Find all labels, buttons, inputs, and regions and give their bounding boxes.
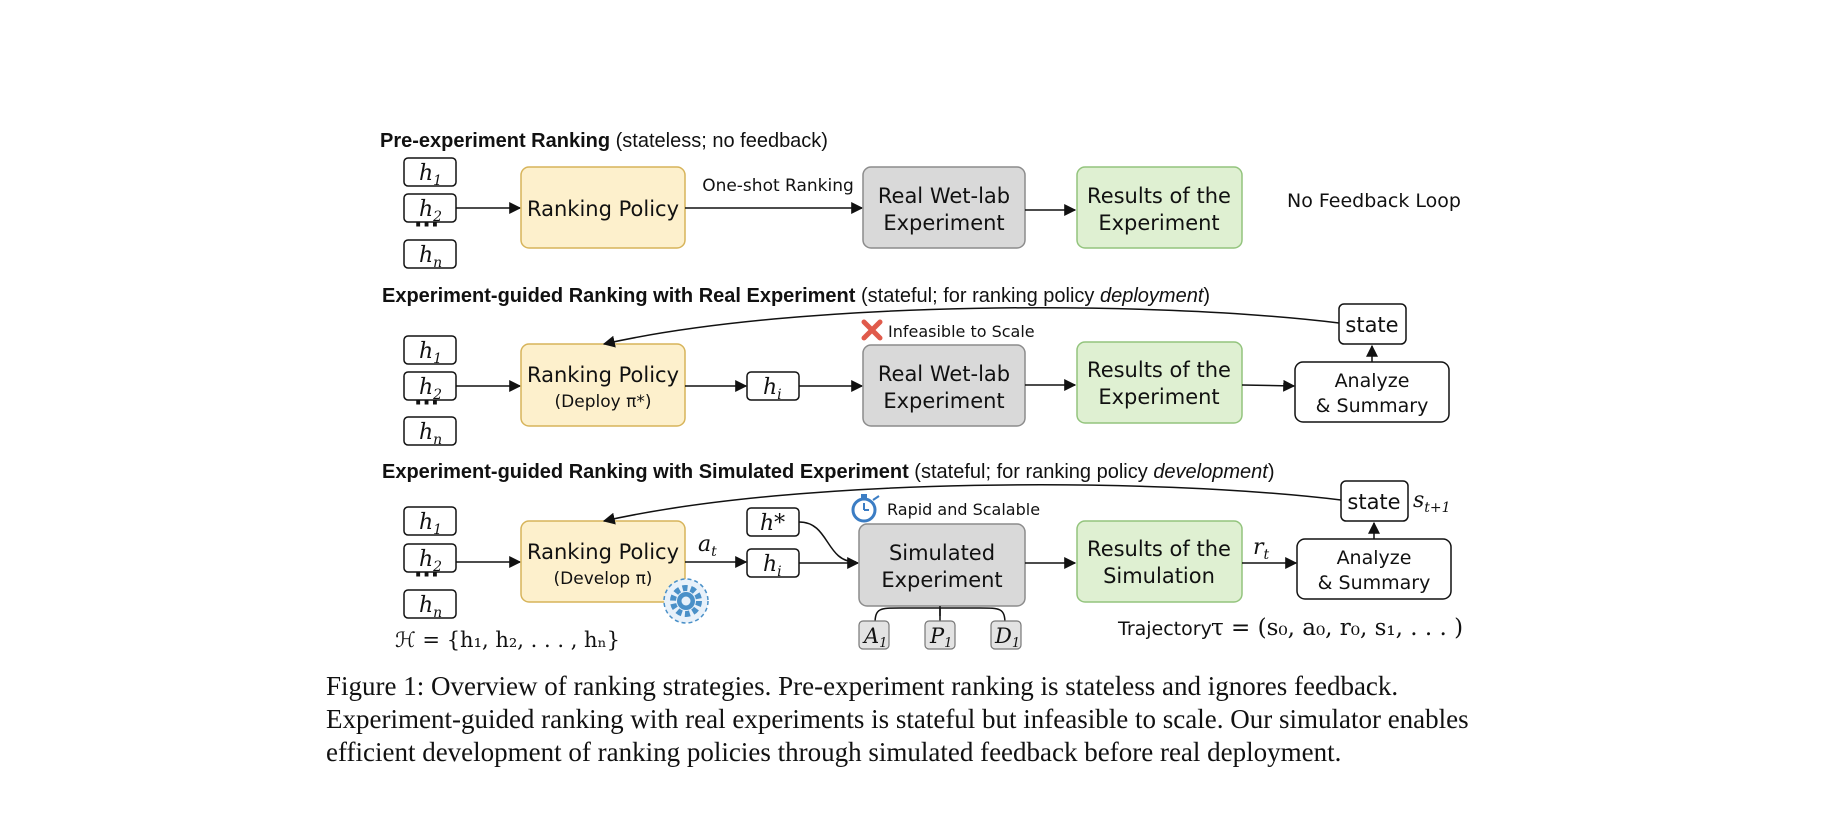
row2-hypothesis-list: h1 h2 ··· hn — [403, 335, 457, 448]
reward-label: rt — [1253, 535, 1270, 563]
row1-experiment-box — [862, 166, 1026, 249]
svg-text:P1: P1 — [929, 624, 952, 651]
svg-text:hi: hi — [763, 375, 782, 403]
row2-policy-label: Ranking Policy — [527, 363, 679, 387]
svg-text:h2: h2 — [419, 197, 442, 225]
next-state-label: st+1 — [1413, 488, 1451, 516]
row3-feedback-arrow — [602, 484, 1342, 525]
rapid-and-scalable-note: Rapid and Scalable — [887, 500, 1040, 519]
figure-caption: Figure 1: Overview of ranking strategies… — [326, 671, 1469, 767]
hstar-label: h* — [760, 511, 785, 536]
row2-title: Experiment-guided Ranking with Real Expe… — [382, 285, 1210, 307]
svg-text:···: ··· — [414, 391, 439, 416]
svg-text:D1: D1 — [994, 624, 1020, 651]
row3-title: Experiment-guided Ranking with Simulated… — [382, 461, 1275, 483]
row3-state-label: state — [1347, 490, 1400, 514]
svg-text:···: ··· — [414, 563, 439, 588]
row1-results-l1: Results of the — [1087, 184, 1231, 208]
row2-state-box — [1338, 303, 1407, 345]
row2-results-l1: Results of the — [1087, 358, 1231, 382]
svg-text:h2: h2 — [419, 375, 442, 403]
row1-policy-label: Ranking Policy — [527, 197, 679, 221]
infeasible-to-scale-note: Infeasible to Scale — [888, 322, 1035, 341]
row1-experiment-l1: Real Wet-lab — [878, 184, 1010, 208]
trajectory-formula: τ = (s₀, a₀, r₀, s₁, . . . ) — [1211, 615, 1463, 641]
row1-experiment-l2: Experiment — [883, 211, 1004, 235]
gear-icon — [663, 578, 709, 624]
row3-hypothesis-list: h1 h2 ··· hn — [403, 506, 457, 621]
row1-results-l2: Experiment — [1098, 211, 1219, 235]
svg-text:···: ··· — [414, 213, 439, 238]
row3-experiment-l2: Experiment — [881, 568, 1002, 592]
row1-results-box — [1076, 166, 1243, 249]
row3-policy-label: Ranking Policy — [527, 540, 679, 564]
svg-text:hn: hn — [419, 593, 442, 621]
no-feedback-loop-note: No Feedback Loop — [1287, 190, 1461, 212]
svg-text:hi: hi — [763, 552, 782, 580]
row3-simulated-experiment-box — [858, 523, 1026, 607]
row2-analyze-l2: & Summary — [1316, 395, 1429, 417]
row3-analyze-l2: & Summary — [1318, 572, 1431, 594]
row3-results-box — [1076, 520, 1243, 603]
svg-text:h2: h2 — [419, 547, 442, 575]
row2-results-box — [1076, 341, 1243, 424]
stopwatch-icon — [851, 494, 880, 523]
trajectory-label: Trajectory — [1117, 618, 1212, 640]
row3-analyze-l1: Analyze — [1337, 547, 1412, 569]
simulation-input-boxes: A1 P1 D1 — [858, 620, 1022, 651]
row2-results-l2: Experiment — [1098, 385, 1219, 409]
row3-state-box — [1340, 480, 1409, 522]
svg-text:A1: A1 — [862, 624, 887, 651]
row2-feedback-arrow — [602, 307, 1340, 348]
row3-results-l2: Simulation — [1103, 564, 1215, 588]
row3-experiment-l1: Simulated — [889, 541, 995, 565]
svg-text:h1: h1 — [419, 339, 442, 367]
row1-title: Pre-experiment Ranking (stateless; no fe… — [380, 130, 828, 152]
svg-text:hn: hn — [419, 243, 442, 271]
svg-text:hn: hn — [419, 420, 442, 448]
row2-experiment-l2: Experiment — [883, 389, 1004, 413]
row2-experiment-l1: Real Wet-lab — [878, 362, 1010, 386]
svg-text:h1: h1 — [419, 510, 442, 538]
row2-state-label: state — [1345, 313, 1398, 337]
hypothesis-set-formula: ℋ = {h₁, h₂, . . . , hₙ} — [395, 628, 620, 652]
row2-analyze-l1: Analyze — [1335, 370, 1410, 392]
row2-policy-sublabel: (Deploy π*) — [555, 392, 652, 412]
row3-policy-sublabel: (Develop π) — [554, 569, 653, 589]
row1-hypothesis-list: h1 h2 ··· hn — [403, 157, 457, 271]
row3-results-l1: Results of the — [1087, 537, 1231, 561]
x-mark-icon — [861, 319, 883, 341]
action-label: at — [698, 532, 717, 560]
one-shot-ranking-label: One-shot Ranking — [702, 176, 854, 196]
svg-text:h1: h1 — [419, 161, 442, 189]
